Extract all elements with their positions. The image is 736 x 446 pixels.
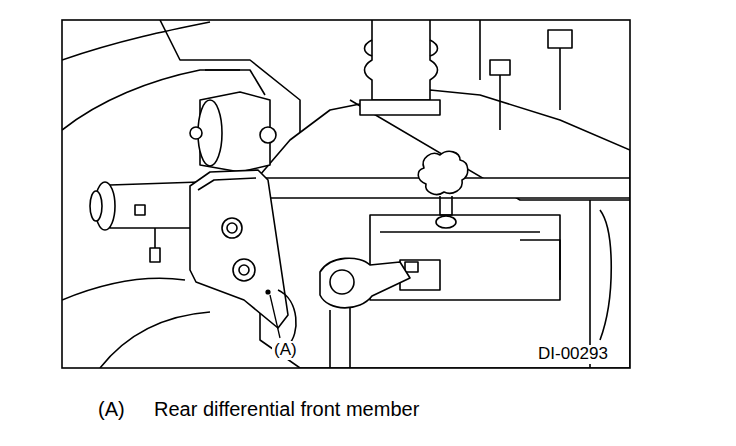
mechanism-drawing	[62, 20, 630, 368]
figure-code: DI-00293	[536, 345, 610, 364]
callout-letter: (A)	[272, 341, 299, 360]
callout-letter: (A)	[96, 398, 127, 420]
leader-line	[270, 295, 280, 338]
figure-frame	[62, 20, 630, 368]
part-name: Rear differential front member	[152, 398, 421, 420]
